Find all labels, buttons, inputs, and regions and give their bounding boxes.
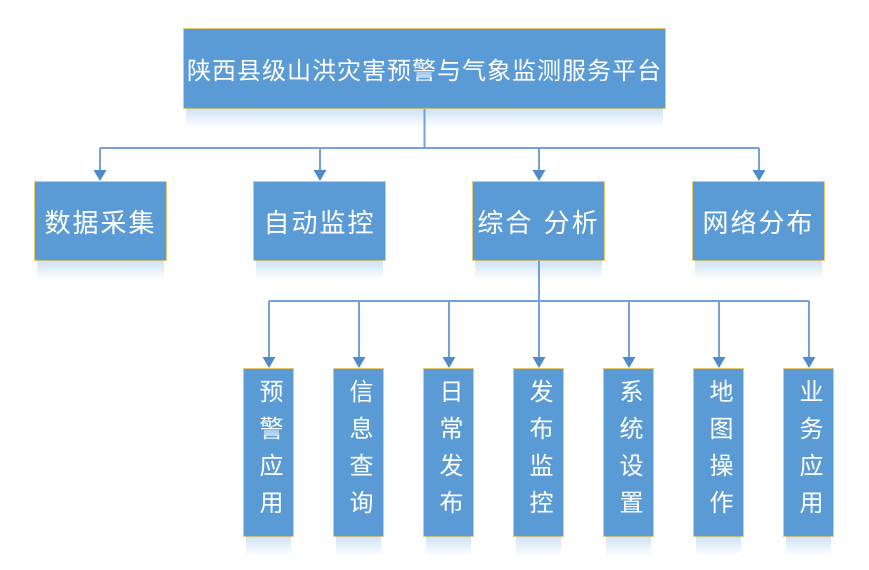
node-label: 综合 分析 — [477, 208, 600, 239]
arrow-down-icon — [262, 357, 276, 368]
arrow-down-icon — [622, 357, 636, 368]
arrow-down-icon — [532, 357, 546, 368]
node-system-settings: 系统设置 — [603, 368, 654, 556]
node-label: 自动监控 — [263, 208, 376, 239]
node-network-distribution: 网络分布 — [692, 181, 825, 280]
node-auto-monitoring: 自动监控 — [253, 181, 386, 280]
node-label: 网络分布 — [702, 208, 815, 239]
connector-level2-to-level3 — [268, 261, 810, 358]
node-label: 预警应用 — [255, 378, 283, 527]
arrow-down-icon — [313, 170, 327, 181]
arrow-down-icon — [752, 170, 766, 181]
connector-root-to-level2 — [99, 109, 760, 172]
arrow-down-icon — [352, 357, 366, 368]
node-label: 业务应用 — [795, 378, 823, 527]
node-data-collection: 数据采集 — [34, 181, 167, 280]
arrow-down-icon — [802, 357, 816, 368]
node-release-monitoring: 发布监控 — [513, 368, 564, 556]
node-platform-root: 陕西县级山洪灾害预警与气象监测服务平台 — [183, 28, 666, 128]
arrow-down-icon — [532, 170, 546, 181]
node-map-operations: 地图操作 — [693, 368, 744, 556]
node-label: 信息查询 — [345, 378, 373, 527]
arrow-down-icon — [442, 357, 456, 368]
node-warning-application: 预警应用 — [243, 368, 294, 556]
node-label: 系统设置 — [615, 378, 643, 527]
node-label: 日常发布 — [435, 378, 463, 527]
node-label: 发布监控 — [525, 378, 553, 527]
arrow-down-icon — [93, 170, 107, 181]
node-label: 陕西县级山洪灾害预警与气象监测服务平台 — [187, 57, 662, 85]
arrowheads-level3 — [262, 357, 816, 368]
arrow-down-icon — [712, 357, 726, 368]
arrowheads-level2 — [93, 170, 766, 181]
node-daily-release: 日常发布 — [423, 368, 474, 556]
node-information-query: 信息查询 — [333, 368, 384, 556]
node-label: 数据采集 — [44, 208, 157, 239]
node-business-application: 业务应用 — [783, 368, 834, 556]
node-comprehensive-analysis: 综合 分析 — [472, 181, 605, 280]
node-label: 地图操作 — [705, 378, 733, 527]
